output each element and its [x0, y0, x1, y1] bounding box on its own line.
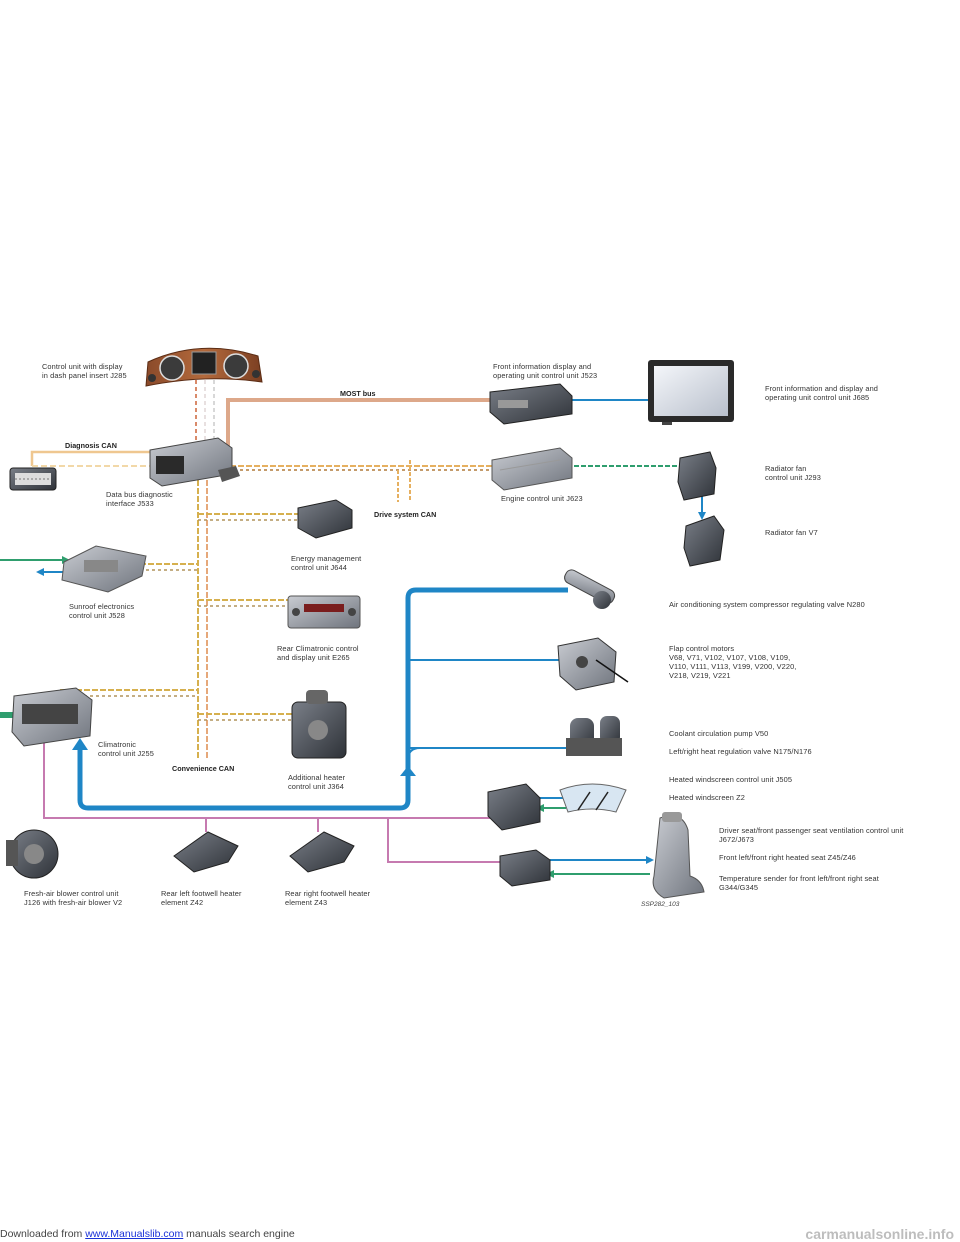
label-convenience-can: Convenience CAN	[172, 764, 235, 773]
label-e265: Rear Climatronic control and display uni…	[277, 644, 359, 662]
label-j126: Fresh-air blower control unit J126 with …	[24, 889, 123, 907]
signal-v50-curve	[407, 747, 421, 761]
label-j644: Energy management control unit J644	[291, 554, 362, 572]
flap-motor-image	[557, 637, 629, 691]
blower-image	[6, 829, 59, 879]
diagnosis-can-line	[30, 450, 150, 466]
label-j523: Front information display and operating …	[493, 362, 598, 380]
seat-image	[652, 812, 705, 899]
download-footer: Downloaded from www.Manualslib.com manua…	[0, 1228, 295, 1240]
j523-unit-image	[489, 383, 573, 425]
label-dash-panel: Control unit with display in dash panel …	[42, 362, 127, 380]
radiator-fan-control-image	[677, 451, 717, 501]
label-z2: Heated windscreen Z2	[669, 793, 745, 802]
diagnostic-connector-image	[9, 467, 57, 491]
coolant-pump-image	[566, 716, 622, 756]
watermark: carmanualsonline.info	[805, 1226, 954, 1242]
lin-bus-main	[43, 740, 500, 863]
most-bus-line	[218, 398, 492, 448]
label-v50: Coolant circulation pump V50	[669, 729, 769, 738]
arrow-sunroof-out	[36, 568, 44, 576]
footer-suffix: manuals search engine	[183, 1228, 295, 1240]
label-diagnosis-can: Diagnosis CAN	[65, 441, 117, 450]
rear-climatronic-image	[287, 595, 361, 629]
arrow-v7	[698, 512, 706, 520]
engine-ecu-image	[491, 447, 573, 491]
label-j528: Sunroof electronics control unit J528	[69, 602, 135, 620]
compressor-valve-image	[564, 569, 616, 609]
label-n280: Air conditioning system compressor regul…	[669, 600, 865, 609]
label-j685: Front information and display and operat…	[765, 384, 878, 402]
footwell-heater-left-image	[173, 831, 239, 873]
dash-panel-insert-image	[145, 347, 263, 387]
arrow-j255-up	[72, 738, 88, 750]
label-flap-motors: Flap control motors V68, V71, V102, V107…	[669, 644, 797, 680]
arrow-loop-up	[400, 766, 416, 776]
energy-management-image	[297, 499, 353, 539]
sunroof-ecu-image	[61, 545, 147, 593]
figure-code: SSP282_103	[641, 901, 680, 908]
label-g344: Temperature sender for front left/front …	[719, 874, 879, 892]
label-j293: Radiator fan control unit J293	[765, 464, 821, 482]
manualslib-link[interactable]: www.Manualslib.com	[85, 1228, 184, 1240]
climatronic-unit-image	[11, 687, 93, 747]
gateway-j533-image	[149, 437, 240, 487]
seat-control-image	[499, 849, 551, 887]
label-j255: Climatronic control unit J255	[98, 740, 154, 758]
label-z42: Rear left footwell heater element Z42	[161, 889, 242, 907]
label-j364: Additional heater control unit J364	[288, 773, 346, 791]
label-j672: Driver seat/front passenger seat ventila…	[719, 826, 904, 844]
label-j533: Data bus diagnostic interface J533	[106, 490, 173, 508]
label-z45: Front left/front right heated seat Z45/Z…	[719, 853, 856, 862]
additional-heater-image	[291, 690, 347, 759]
label-v7: Radiator fan V7	[765, 528, 818, 537]
windscreen-control-image	[487, 783, 541, 831]
windscreen-image	[559, 783, 627, 813]
climatronic-green-in	[0, 712, 14, 718]
radiator-fan-image	[683, 515, 725, 567]
label-n175: Left/right heat regulation valve N175/N1…	[669, 747, 812, 756]
label-z43: Rear right footwell heater element Z43	[285, 889, 371, 907]
label-j505: Heated windscreen control unit J505	[669, 775, 793, 784]
footwell-heater-right-image	[289, 831, 355, 873]
label-drive-can: Drive system CAN	[374, 510, 437, 519]
label-j623: Engine control unit J623	[501, 494, 583, 503]
climatronic-blue-loop	[77, 587, 568, 811]
label-most-bus: MOST bus	[340, 389, 376, 398]
j685-display-image	[648, 360, 734, 425]
footer-prefix: Downloaded from	[0, 1228, 86, 1240]
arrow-seat	[646, 856, 654, 864]
